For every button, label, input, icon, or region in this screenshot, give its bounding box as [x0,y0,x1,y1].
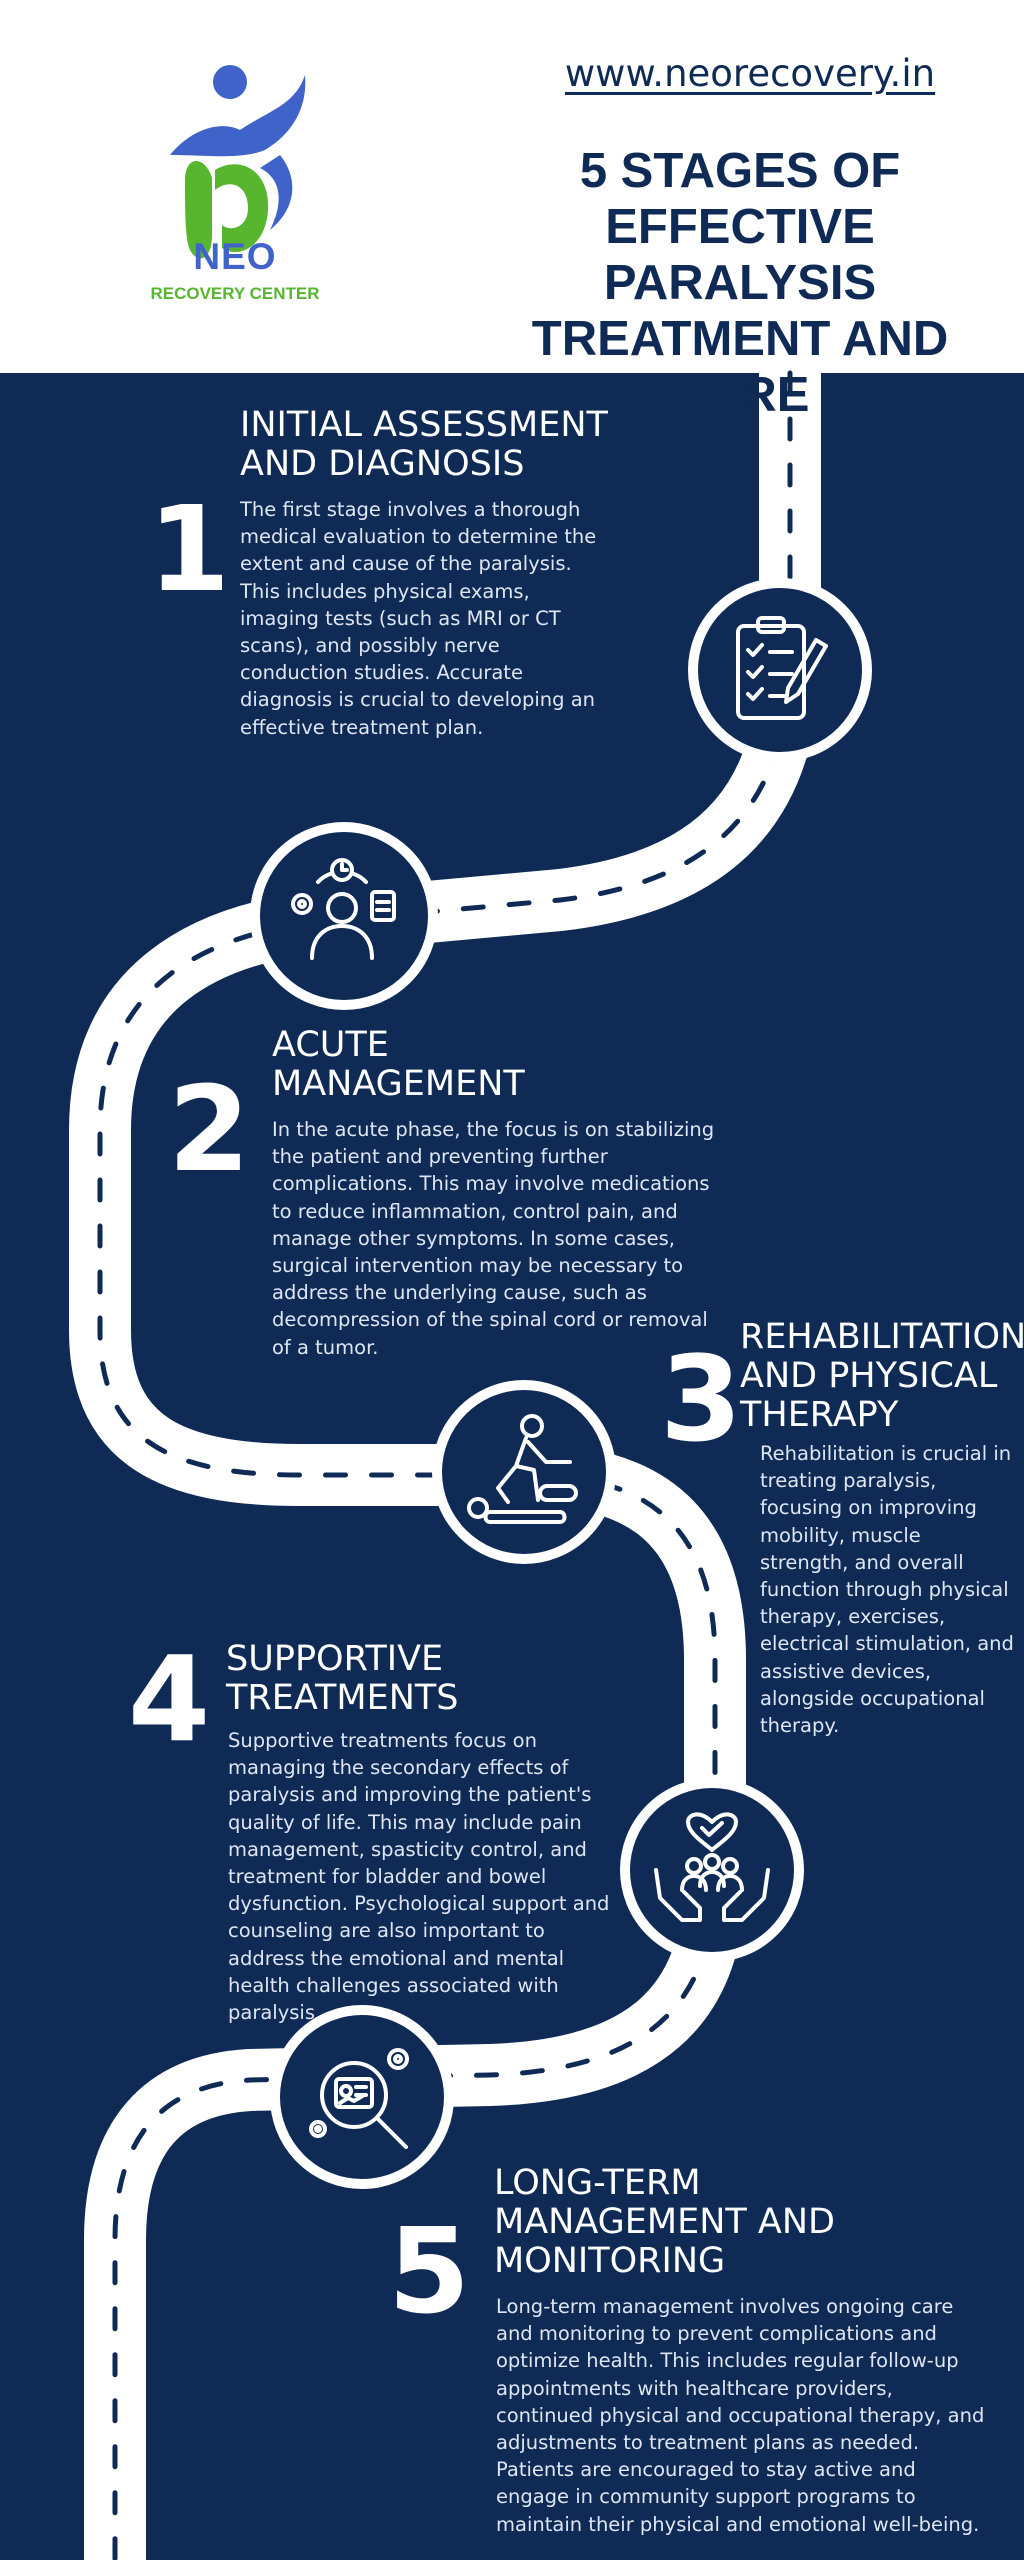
stage-icon-1 [688,578,872,762]
header [0,0,1024,373]
stage-text-5: Long-term management involves ongoing ca… [496,2295,985,2536]
stage-number-5: 5 [388,2202,471,2340]
logo-subtitle: RECOVERY CENTER [150,284,320,303]
stage-text-3: Rehabilitation is crucial in treating pa… [760,1442,1014,1738]
clipboard-checklist-icon [736,616,828,720]
stage-text-2: In the acute phase, the focus is on stab… [272,1118,715,1359]
website-url[interactable]: www.neorecovery.in [564,52,936,95]
stage-title-2: ACUTE MANAGEMENT [272,1025,525,1104]
page-title: 5 STAGES OF EFFECTIVE PARALYSIS TREATMEN… [531,144,949,422]
stage-number-4: 4 [128,1630,211,1768]
stage-title-1: INITIAL ASSESSMENT AND DIAGNOSIS [240,405,608,484]
person-management-icon [291,858,396,960]
stage-number-3: 3 [660,1330,743,1468]
stage-number-2: 2 [168,1060,251,1198]
caring-hands-icon [654,1812,770,1922]
stage-title-4: SUPPORTIVE TREATMENTS [226,1639,459,1718]
stage-title-5: LONG-TERM MANAGEMENT AND MONITORING [494,2163,835,2281]
stage-text-1: The first stage involves a thorough medi… [240,498,597,739]
monitoring-magnifier-icon [309,2048,409,2149]
stage-title-3: REHABILITATION AND PHYSICAL THERAPY [740,1317,1024,1435]
logo-name: NEO [193,236,277,277]
stage-icon-2 [250,822,438,1010]
stage-text-4: Supportive treatments focus on managing … [228,1729,610,2025]
stage-icon-4 [620,1778,804,1962]
neo-logo-icon [170,65,306,259]
physical-therapy-icon [467,1414,578,1524]
stage-icon-5 [270,2005,454,2189]
stage-number-1: 1 [148,480,231,618]
stage-icon-3 [432,1380,616,1564]
